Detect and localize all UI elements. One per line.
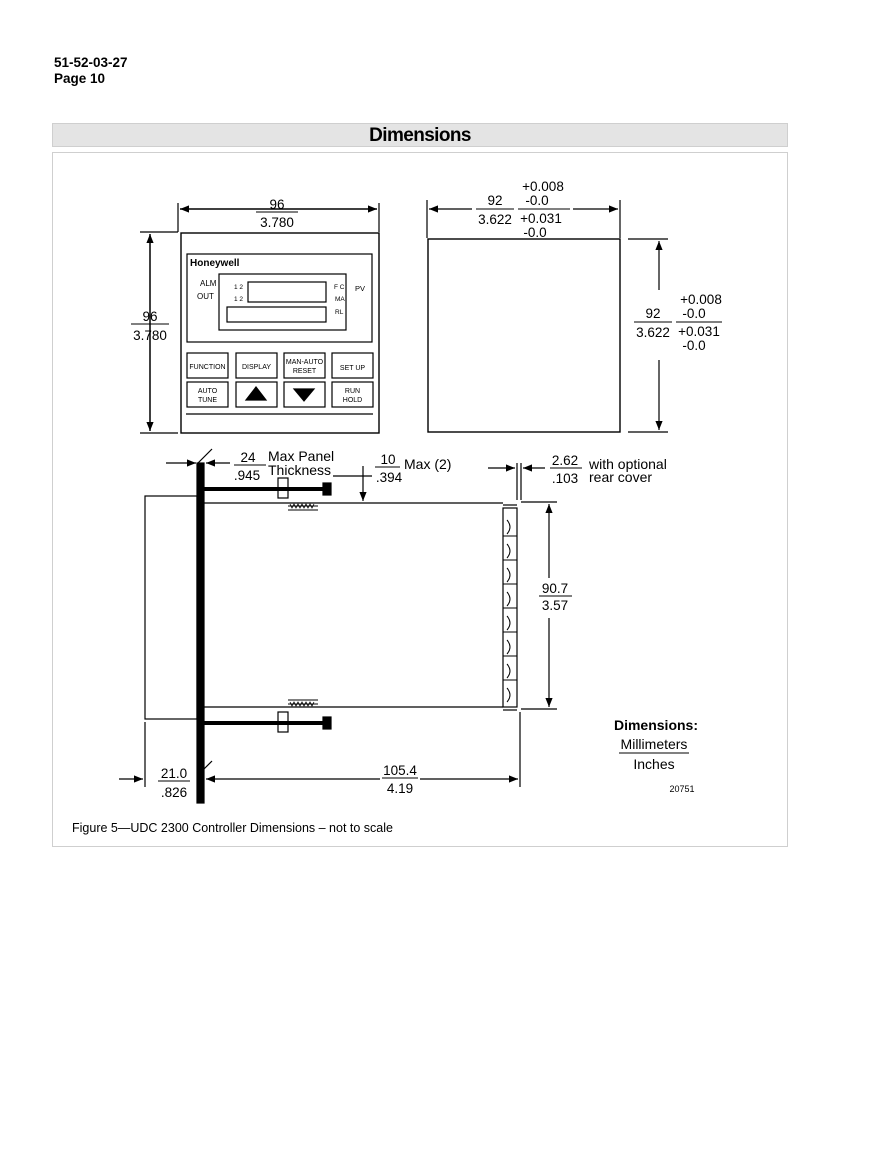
increment-button — [235, 381, 278, 408]
tune-button-label: TUNE — [198, 397, 217, 404]
clamp-clearance-in: .394 — [376, 470, 403, 485]
bezel-outline — [144, 495, 198, 720]
reset-button-label: RESET — [293, 368, 317, 375]
legend-inches: Inches — [633, 756, 674, 772]
page-number: Page 10 — [54, 71, 106, 86]
cutout-width-tol-minus: -0.0 — [525, 193, 548, 208]
cutout-height-in: 3.622 — [636, 325, 670, 340]
case-height-in: 3.57 — [542, 598, 568, 613]
side-view — [119, 448, 557, 804]
panel-thickness-mm: 24 — [240, 450, 256, 465]
out-digits-label: 1 2 — [234, 296, 243, 303]
document-number: 51-52-03-27 — [54, 55, 128, 70]
hold-button-label: HOLD — [343, 397, 362, 404]
sp-readout — [226, 306, 327, 323]
panel-cutout — [426, 200, 668, 433]
figure-caption: Figure 5—UDC 2300 Controller Dimensions … — [72, 821, 393, 835]
document-header: 51-52-03-27 Page 10 — [54, 55, 128, 87]
run-button-label: RUN — [345, 388, 360, 395]
function-button — [186, 352, 229, 379]
pv-readout — [247, 281, 327, 303]
cutout-width-in: 3.622 — [478, 212, 512, 227]
clamp-clearance-label: Max (2) — [404, 456, 451, 472]
figure-frame — [52, 152, 788, 847]
display-button-label: DISPLAY — [242, 364, 271, 371]
case-height-mm: 90.7 — [542, 581, 568, 596]
rl-label: RL — [335, 309, 344, 316]
set-up-button-label: SET UP — [340, 365, 365, 372]
bottom-mounting-clamp — [204, 699, 332, 733]
front-bezel — [180, 232, 380, 434]
cutout-height-tol-plus: +0.008 — [680, 292, 722, 307]
auto-button-label: AUTO — [198, 388, 218, 395]
section-bar: Dimensions — [52, 123, 788, 147]
down-arrow-icon — [292, 388, 316, 402]
cutout-height-tol-minus2: -0.0 — [682, 338, 705, 353]
ma-label: MA — [335, 296, 345, 303]
decrement-button — [283, 381, 326, 408]
case-depth-mm: 105.4 — [383, 763, 417, 778]
cutout-height-tol-plus2: +0.031 — [678, 324, 720, 339]
rear-cover-mm: 2.62 — [552, 453, 578, 468]
front-width-in: 3.780 — [260, 215, 294, 230]
alm-digits-label: 1 2 — [234, 284, 243, 291]
fc-label: F C — [334, 284, 345, 291]
case-depth-in: 4.19 — [387, 781, 413, 796]
cutout-square — [427, 238, 621, 433]
cutout-height-mm: 92 — [645, 306, 660, 321]
rear-cover-label-1: with optional — [588, 456, 667, 472]
panel-thickness-label-2: Thickness — [268, 462, 331, 478]
section-title: Dimensions — [369, 125, 471, 146]
alm-label: ALM — [200, 279, 217, 288]
function-button-label: FUNCTION — [189, 364, 225, 371]
out-label: OUT — [197, 292, 214, 301]
rear-cover-label-2: rear cover — [589, 469, 652, 485]
run-hold-button — [331, 381, 374, 408]
set-up-button — [331, 352, 374, 379]
cutout-width-tol-minus2: -0.0 — [523, 225, 546, 240]
front-view — [140, 203, 380, 434]
honeywell-logo: Honeywell — [190, 258, 240, 269]
bezel-depth-in: .826 — [161, 785, 187, 800]
legend-millimeters: Millimeters — [621, 736, 688, 752]
bezel-depth-mm: 21.0 — [161, 766, 187, 781]
clamp-clearance-mm: 10 — [380, 452, 395, 467]
cutout-height-tol-minus: -0.0 — [682, 306, 705, 321]
display-panel — [186, 253, 373, 343]
display-button — [235, 352, 278, 379]
panel-thickness-in: .945 — [234, 468, 260, 483]
man-auto-button-label: MAN-AUTO — [286, 359, 324, 366]
panel-wall — [196, 462, 205, 804]
cutout-width-tol-plus: +0.008 — [522, 179, 564, 194]
legend-title: Dimensions: — [614, 717, 698, 733]
front-height-mm: 96 — [142, 309, 157, 324]
rear-cover-in: .103 — [552, 471, 578, 486]
top-mounting-clamp — [204, 477, 332, 511]
figure-code: 20751 — [669, 784, 694, 794]
cutout-width-mm: 92 — [487, 193, 502, 208]
cutout-width-tol-plus2: +0.031 — [520, 211, 562, 226]
front-width-mm: 96 — [269, 197, 284, 212]
up-arrow-icon — [244, 386, 268, 401]
front-height-in: 3.780 — [133, 328, 167, 343]
auto-tune-button — [186, 381, 229, 408]
panel-thickness-label-1: Max Panel — [268, 448, 334, 464]
man-auto-reset-button — [283, 352, 326, 379]
display-window — [218, 273, 347, 331]
pv-label: PV — [355, 284, 365, 293]
